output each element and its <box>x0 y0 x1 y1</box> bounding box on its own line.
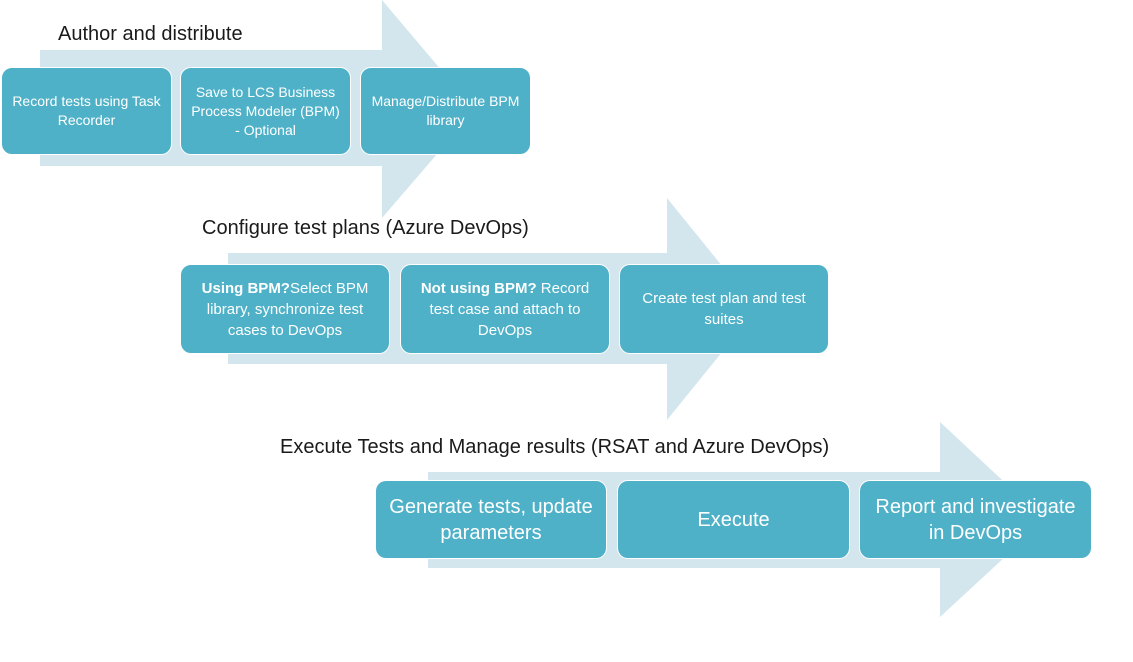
save-to-bpm-box: Save to LCS Business Process Modeler (BP… <box>180 67 351 155</box>
stage-1-title: Author and distribute <box>58 23 243 45</box>
generate-tests-box: Generate tests, update parameters <box>375 480 607 559</box>
using-bpm-box: Using BPM?Select BPM library, synchroniz… <box>180 264 390 354</box>
not-using-bpm-box: Not using BPM? Record test case and atta… <box>400 264 610 354</box>
report-investigate-box: Report and investigate in DevOps <box>859 480 1092 559</box>
stage-3-title: Execute Tests and Manage results (RSAT a… <box>280 436 830 458</box>
using-bpm-bold-label: Using BPM? <box>201 279 290 297</box>
save-to-bpm-label: Save to LCS Business Process Modeler (BP… <box>191 83 340 138</box>
not-using-bpm-bold-label: Not using BPM? <box>420 279 537 297</box>
execute-box: Execute <box>617 480 850 559</box>
record-tests-label: Record tests using Task Recorder <box>12 93 161 128</box>
create-test-plan-label: Create test plan and test suites <box>642 290 806 328</box>
manage-distribute-box: Manage/Distribute BPM library <box>360 67 531 155</box>
stage-2-title: Configure test plans (Azure DevOps) <box>202 217 529 239</box>
manage-distribute-label: Manage/Distribute BPM library <box>371 93 520 128</box>
using-bpm-label: Select BPM library, synchronize test cas… <box>206 279 369 339</box>
generate-tests-label: Generate tests, update parameters <box>389 495 593 544</box>
create-test-plan-box: Create test plan and test suites <box>619 264 829 354</box>
report-investigate-label: Report and investigate in DevOps <box>875 495 1076 544</box>
record-tests-box: Record tests using Task Recorder <box>1 67 172 155</box>
execute-label: Execute <box>697 508 770 531</box>
not-using-bpm-label: Record test case and attach to DevOps <box>429 279 590 339</box>
